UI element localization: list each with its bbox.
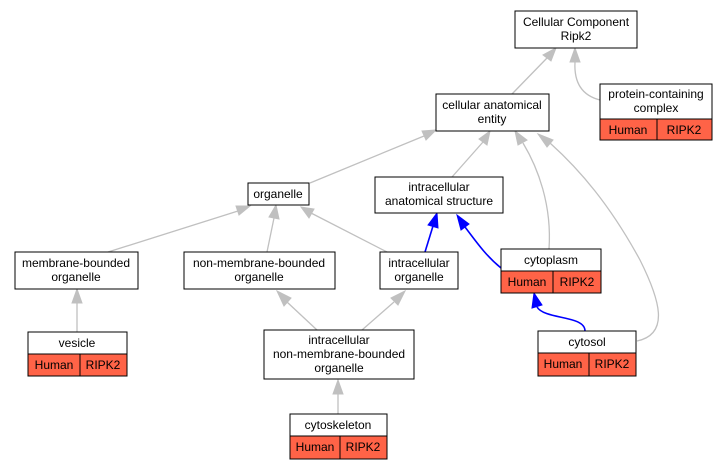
node-line: organelle [394, 270, 444, 284]
edge-intracellular-structure-to-entity [451, 141, 484, 178]
edge-arrowhead [421, 129, 438, 141]
node-cellular-component-ripk2[interactable]: Cellular Component Ripk2 [514, 10, 638, 49]
node-vesicle[interactable]: vesicle Human RIPK2 [27, 331, 128, 377]
edge-intracellular-nmb-to-intracellular-organelle [361, 301, 395, 331]
node-intracellular-organelle[interactable]: intracellular organelle [379, 251, 459, 290]
node-line: cytoplasm [524, 253, 578, 267]
organism-tag: Human [609, 123, 648, 137]
node-organelle[interactable]: organelle [247, 182, 310, 206]
node-membrane-bounded-organelle[interactable]: membrane-bounded organelle [14, 251, 139, 290]
node-line: cytoskeleton [305, 418, 372, 432]
node-line: organelle [51, 270, 101, 284]
edge-arrowhead [299, 206, 315, 219]
node-intracellular-non-membrane-bounded-organelle[interactable]: intracellular non-membrane-bounded organ… [263, 329, 415, 380]
edge-entity-to-root [511, 57, 548, 95]
node-line: membrane-bounded [22, 256, 130, 270]
node-line: anatomical structure [385, 194, 493, 208]
edge-arrowhead [514, 129, 528, 146]
node-line: intracellular [408, 180, 469, 194]
edge-arrowhead [569, 46, 581, 63]
node-line: organelle [253, 187, 303, 201]
node-protein-containing-complex[interactable]: protein-containing complex Human RIPK2 [599, 83, 713, 141]
edge-arrowhead [71, 287, 83, 304]
edge-arrowhead [275, 289, 292, 307]
node-line: entity [478, 112, 507, 126]
edge-arrowhead [531, 291, 543, 309]
node-cytoskeleton[interactable]: cytoskeleton Human RIPK2 [289, 413, 388, 460]
gene-tag: RIPK2 [346, 440, 381, 454]
node-non-membrane-bounded-organelle[interactable]: non-membrane-bounded organelle [183, 251, 336, 290]
node-line: organelle [234, 270, 284, 284]
organism-tag: Human [35, 358, 74, 372]
edge-cytosol-to-cytoplasm [536, 306, 586, 332]
edge-arrowhead [536, 132, 554, 148]
node-line: cytosol [568, 335, 605, 349]
edge-intracellular-nmb-to-non-membrane-bounded [286, 301, 318, 331]
edge-intracellular-organelle-to-organelle [310, 212, 388, 253]
node-line: cellular anatomical [442, 98, 541, 112]
node-line: non-membrane-bounded [273, 347, 405, 361]
organism-tag: Human [544, 357, 583, 371]
edge-arrowhead [268, 203, 280, 220]
edge-non-membrane-bounded-to-organelle [266, 217, 275, 253]
node-cytosol[interactable]: cytosol Human RIPK2 [537, 330, 637, 377]
edge-cytosol-to-entity [549, 142, 660, 342]
node-line: intracellular [308, 333, 369, 347]
node-line: complex [634, 101, 679, 115]
edge-arrowhead [542, 46, 557, 62]
edge-arrowhead [478, 129, 491, 146]
node-line: vesicle [59, 336, 96, 350]
organism-tag: Human [296, 440, 335, 454]
node-line: Cellular Component [523, 15, 630, 29]
gene-tag: RIPK2 [595, 357, 630, 371]
node-line: protein-containing [608, 87, 703, 101]
node-intracellular-anatomical-structure[interactable]: intracellular anatomical structure [374, 176, 504, 214]
edge-cytoplasm-to-entity [522, 142, 551, 250]
organism-tag: Human [508, 275, 547, 289]
edge-protein-complex-to-root [574, 61, 601, 101]
edge-intracellular-organelle-to-structure [424, 225, 434, 253]
edge-arrowhead [235, 205, 252, 216]
edge-arrowhead [332, 378, 344, 395]
edge-organelle-to-entity [309, 135, 425, 184]
edge-membrane-bounded-to-organelle [107, 210, 239, 253]
gene-tag: RIPK2 [667, 123, 702, 137]
node-cellular-anatomical-entity[interactable]: cellular anatomical entity [435, 93, 550, 132]
gene-tag: RIPK2 [560, 275, 595, 289]
node-cytoplasm[interactable]: cytoplasm Human RIPK2 [500, 248, 602, 294]
edge-arrowhead [427, 211, 439, 229]
edge-arrowhead [456, 213, 470, 231]
node-line: organelle [314, 361, 364, 375]
node-line: Ripk2 [561, 29, 592, 43]
node-line: non-membrane-bounded [193, 256, 325, 270]
edges [71, 46, 660, 414]
edge-arrowhead [390, 289, 407, 306]
node-line: intracellular [388, 256, 449, 270]
edge-cytoplasm-to-structure [464, 226, 502, 269]
gene-tag: RIPK2 [86, 358, 121, 372]
